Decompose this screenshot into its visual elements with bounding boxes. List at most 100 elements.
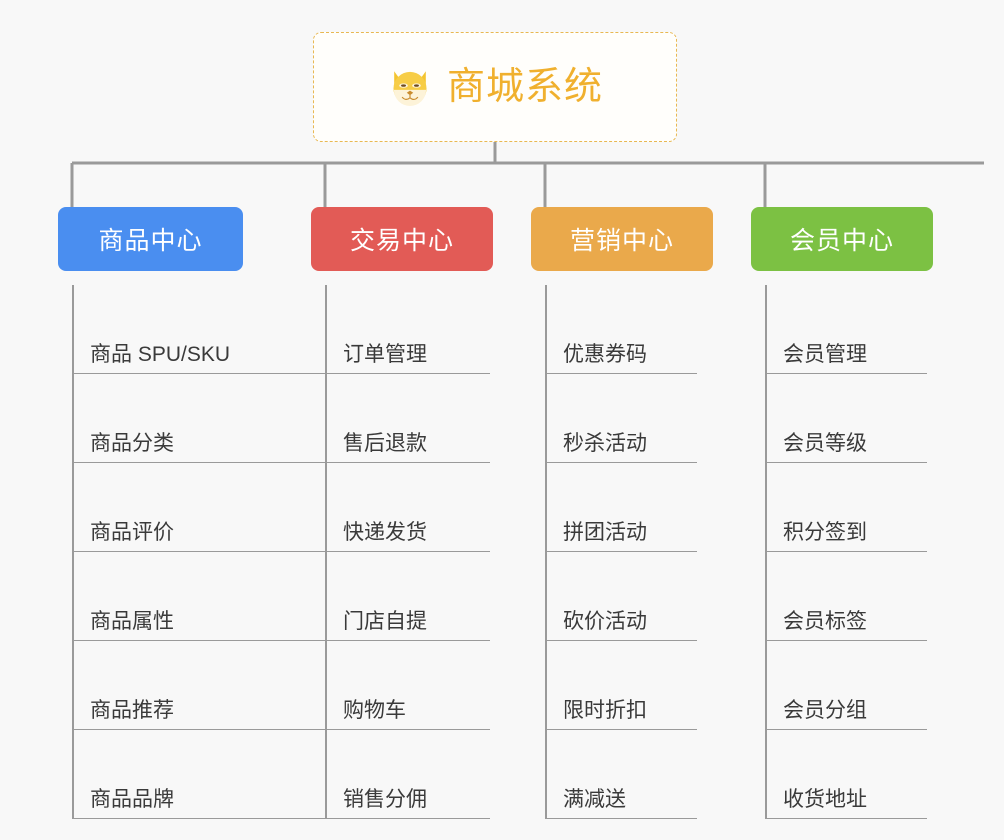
leaf-label: 会员等级 xyxy=(783,432,867,455)
leaf-label: 购物车 xyxy=(343,699,406,722)
leaf-item[interactable]: 商品分类 xyxy=(58,374,333,463)
leaf-underline xyxy=(545,461,697,463)
leaf-trunk-line xyxy=(765,374,767,463)
leaf-label: 快递发货 xyxy=(343,521,427,544)
branch-header-4[interactable]: 会员中心 xyxy=(751,207,933,271)
leaf-label: 商品 SPU/SKU xyxy=(90,343,231,366)
leaf-trunk-line xyxy=(765,730,767,819)
branch-header-label: 营销中心 xyxy=(569,227,674,255)
leaf-label: 销售分佣 xyxy=(343,788,427,811)
leaf-underline xyxy=(765,639,927,641)
leaf-underline xyxy=(325,461,490,463)
leaf-item[interactable]: 购物车 xyxy=(311,641,493,730)
leaf-item[interactable]: 拼团活动 xyxy=(531,463,713,552)
leaf-item[interactable]: 销售分佣 xyxy=(311,730,493,819)
leaf-underline xyxy=(325,550,490,552)
leaf-trunk-line xyxy=(545,641,547,730)
leaf-trunk-line xyxy=(765,285,767,374)
branch-header-3[interactable]: 营销中心 xyxy=(531,207,713,271)
leaf-trunk-line xyxy=(545,552,547,641)
leaf-trunk-line xyxy=(325,285,327,374)
branch-column-1: 商品中心商品 SPU/SKU 商品分类商品评价商品属性商品推荐商品品牌 xyxy=(58,207,333,819)
branch-column-2: 交易中心订单管理售后退款快递发货门店自提购物车销售分佣 xyxy=(311,207,493,819)
leaf-item[interactable]: 订单管理 xyxy=(311,285,493,374)
branch-header-label: 商品中心 xyxy=(98,227,203,255)
leaf-item[interactable]: 商品 SPU/SKU xyxy=(58,285,333,374)
leaf-label: 门店自提 xyxy=(343,610,427,633)
leaf-trunk-line xyxy=(545,463,547,552)
leaf-trunk-line xyxy=(765,552,767,641)
leaf-underline xyxy=(72,817,333,819)
root-title: 商城系统 xyxy=(446,66,603,108)
leaf-item[interactable]: 优惠券码 xyxy=(531,285,713,374)
leaf-trunk-line xyxy=(545,285,547,374)
leaf-label: 商品属性 xyxy=(90,610,174,633)
leaf-item[interactable]: 商品推荐 xyxy=(58,641,333,730)
leaf-item[interactable]: 会员标签 xyxy=(751,552,933,641)
leaf-label: 商品分类 xyxy=(90,432,174,455)
leaf-trunk-line xyxy=(72,463,74,552)
leaf-trunk-line xyxy=(72,730,74,819)
leaf-underline xyxy=(545,550,697,552)
leaf-item[interactable]: 会员管理 xyxy=(751,285,933,374)
leaf-underline xyxy=(765,461,927,463)
branch-header-1[interactable]: 商品中心 xyxy=(58,207,243,271)
leaf-label: 收货地址 xyxy=(783,788,867,811)
leaf-item[interactable]: 商品品牌 xyxy=(58,730,333,819)
branch-leaf-list-3: 优惠券码秒杀活动拼团活动砍价活动限时折扣满减送 xyxy=(531,285,713,819)
branch-header-2[interactable]: 交易中心 xyxy=(311,207,493,271)
leaf-trunk-line xyxy=(325,374,327,463)
leaf-item[interactable]: 快递发货 xyxy=(311,463,493,552)
leaf-trunk-line xyxy=(545,374,547,463)
leaf-underline xyxy=(545,817,697,819)
leaf-label: 商品评价 xyxy=(90,521,174,544)
leaf-item[interactable]: 商品属性 xyxy=(58,552,333,641)
leaf-underline xyxy=(72,372,333,374)
leaf-trunk-line xyxy=(325,463,327,552)
leaf-trunk-line xyxy=(325,641,327,730)
leaf-underline xyxy=(765,372,927,374)
leaf-item[interactable]: 积分签到 xyxy=(751,463,933,552)
leaf-trunk-line xyxy=(325,730,327,819)
leaf-label: 积分签到 xyxy=(783,521,867,544)
leaf-item[interactable]: 满减送 xyxy=(531,730,713,819)
leaf-item[interactable]: 秒杀活动 xyxy=(531,374,713,463)
leaf-trunk-line xyxy=(765,641,767,730)
leaf-trunk-line xyxy=(72,552,74,641)
branch-leaf-list-1: 商品 SPU/SKU 商品分类商品评价商品属性商品推荐商品品牌 xyxy=(58,285,333,819)
branch-leaf-list-4: 会员管理会员等级积分签到会员标签会员分组收货地址 xyxy=(751,285,933,819)
leaf-item[interactable]: 会员等级 xyxy=(751,374,933,463)
leaf-underline xyxy=(765,817,927,819)
leaf-underline xyxy=(325,372,490,374)
leaf-trunk-line xyxy=(72,285,74,374)
leaf-label: 会员分组 xyxy=(783,699,867,722)
branch-header-label: 会员中心 xyxy=(789,227,894,255)
leaf-underline xyxy=(545,728,697,730)
leaf-label: 砍价活动 xyxy=(563,610,647,633)
leaf-item[interactable]: 门店自提 xyxy=(311,552,493,641)
leaf-underline xyxy=(765,728,927,730)
leaf-trunk-line xyxy=(325,552,327,641)
leaf-underline xyxy=(325,728,490,730)
leaf-item[interactable]: 收货地址 xyxy=(751,730,933,819)
branch-column-4: 会员中心会员管理会员等级积分签到会员标签会员分组收货地址 xyxy=(751,207,933,819)
leaf-underline xyxy=(72,461,333,463)
leaf-item[interactable]: 会员分组 xyxy=(751,641,933,730)
shiba-dog-face-icon xyxy=(393,71,427,106)
leaf-underline xyxy=(545,639,697,641)
leaf-trunk-line xyxy=(765,463,767,552)
leaf-item[interactable]: 商品评价 xyxy=(58,463,333,552)
leaf-trunk-line xyxy=(545,730,547,819)
leaf-label: 订单管理 xyxy=(343,343,427,366)
leaf-label: 会员标签 xyxy=(783,610,867,633)
leaf-underline xyxy=(325,639,490,641)
leaf-label: 商品推荐 xyxy=(90,699,174,722)
leaf-label: 满减送 xyxy=(563,788,626,811)
leaf-trunk-line xyxy=(72,641,74,730)
leaf-item[interactable]: 砍价活动 xyxy=(531,552,713,641)
root-node[interactable]: 商城系统 xyxy=(313,32,677,142)
leaf-item[interactable]: 限时折扣 xyxy=(531,641,713,730)
leaf-item[interactable]: 售后退款 xyxy=(311,374,493,463)
leaf-trunk-line xyxy=(72,374,74,463)
leaf-label: 商品品牌 xyxy=(90,788,174,811)
